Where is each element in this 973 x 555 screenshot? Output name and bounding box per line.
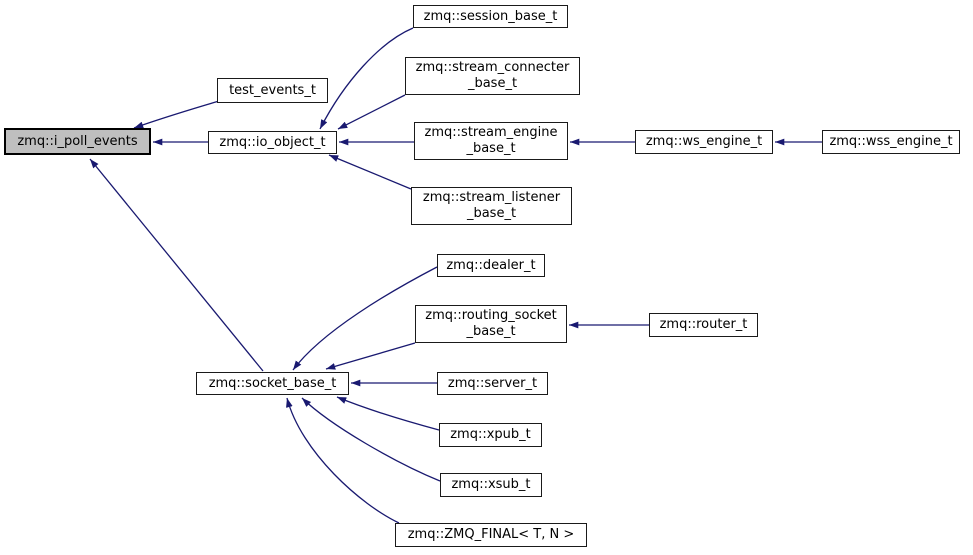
node-label: _base_t	[466, 206, 517, 221]
node-label: zmq::session_base_t	[423, 8, 558, 24]
node-stream_listener_base_t[interactable]: zmq::stream_listener_base_t	[411, 187, 572, 225]
node-wss_engine_t[interactable]: zmq::wss_engine_t	[822, 130, 960, 154]
edge-stream_connecter_base_t--to--io_object_t	[337, 94, 406, 130]
node-ws_engine_t[interactable]: zmq::ws_engine_t	[635, 130, 773, 154]
edge-routing_socket_base_t--to--socket_base_t	[325, 342, 416, 370]
node-label: zmq::i_poll_events	[17, 133, 138, 149]
node-socket_base_t[interactable]: zmq::socket_base_t	[196, 372, 349, 395]
node-label: zmq::socket_base_t	[208, 375, 337, 391]
edge-test_events_t--to--i_poll_events	[133, 100, 220, 129]
edge-xpub_t--to--socket_base_t	[336, 396, 440, 431]
node-label: zmq::stream_listener	[422, 190, 561, 205]
node-label: zmq::ZMQ_FINAL< T, N >	[407, 527, 575, 542]
node-session_base_t[interactable]: zmq::session_base_t	[413, 5, 568, 28]
edge-xsub_t--to--socket_base_t	[301, 397, 441, 482]
edge-session_base_t--to--io_object_t	[319, 27, 414, 130]
node-label: zmq::stream_connecter	[415, 60, 570, 75]
node-dealer_t[interactable]: zmq::dealer_t	[437, 254, 545, 277]
node-label: test_events_t	[229, 82, 316, 98]
node-label: zmq::router_t	[659, 317, 748, 332]
node-label: _base_t	[466, 324, 516, 339]
node-stream_engine_base_t[interactable]: zmq::stream_engine_base_t	[414, 122, 568, 160]
node-io_object_t[interactable]: zmq::io_object_t	[208, 131, 337, 154]
node-label: zmq::io_object_t	[219, 134, 326, 150]
edge-zmq_final_t_n--to--socket_base_t	[286, 397, 400, 524]
node-label: _base_t	[466, 141, 516, 156]
node-label: zmq::stream_engine	[424, 125, 558, 140]
node-zmq_final_t_n[interactable]: zmq::ZMQ_FINAL< T, N >	[395, 523, 587, 547]
node-i_poll_events: zmq::i_poll_events	[4, 128, 151, 155]
node-xpub_t[interactable]: zmq::xpub_t	[439, 423, 542, 447]
edge-stream_listener_base_t--to--io_object_t	[328, 154, 412, 190]
node-label: zmq::xsub_t	[451, 477, 531, 492]
node-label: zmq::xpub_t	[450, 427, 531, 442]
node-label: _base_t	[467, 76, 518, 91]
node-label: zmq::ws_engine_t	[645, 134, 763, 149]
node-label: zmq::wss_engine_t	[829, 134, 953, 149]
edges-group	[89, 27, 822, 524]
node-xsub_t[interactable]: zmq::xsub_t	[440, 473, 542, 497]
node-label: zmq::server_t	[447, 375, 538, 391]
node-routing_socket_base_t[interactable]: zmq::routing_socket_base_t	[415, 305, 567, 343]
node-label: zmq::routing_socket	[425, 308, 557, 323]
node-server_t[interactable]: zmq::server_t	[437, 372, 548, 395]
edge-socket_base_t--to--i_poll_events	[89, 158, 264, 372]
node-test_events_t[interactable]: test_events_t	[217, 78, 328, 103]
node-label: zmq::dealer_t	[446, 257, 536, 273]
node-router_t[interactable]: zmq::router_t	[649, 313, 758, 337]
edge-dealer_t--to--socket_base_t	[292, 266, 438, 371]
node-stream_connecter_base_t[interactable]: zmq::stream_connecter_base_t	[405, 57, 580, 95]
